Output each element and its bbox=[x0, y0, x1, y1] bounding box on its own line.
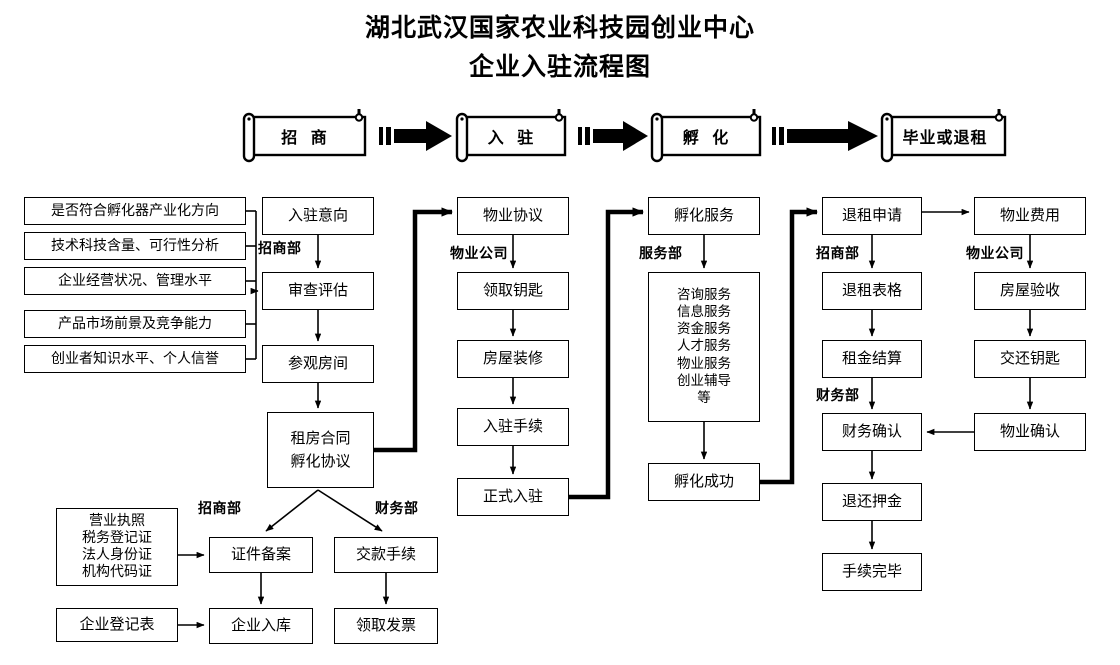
node-zhengshi-ruzhu: 正式入驻 bbox=[457, 478, 569, 516]
doc-item-1: 营业执照 bbox=[89, 512, 145, 529]
node-zufang-hetong-line2: 孵化协议 bbox=[290, 452, 351, 470]
node-fuhua-chenggong: 孵化成功 bbox=[648, 463, 760, 501]
doc-item-2: 税务登记证 bbox=[82, 529, 152, 546]
service-item-3: 资金服务 bbox=[677, 321, 731, 338]
stage-arrow-2 bbox=[578, 121, 648, 151]
stage-banner-3-label: 孵 化 bbox=[682, 128, 733, 147]
service-item-5: 物业服务 bbox=[677, 355, 731, 372]
criteria-box-1: 是否符合孵化器产业化方向 bbox=[24, 197, 246, 225]
page-title-line2: 企业入驻流程图 bbox=[468, 52, 651, 81]
arrow-chenggong-to-tuizu bbox=[760, 207, 818, 485]
node-tuizu-shenqing: 退租申请 bbox=[822, 197, 922, 235]
node-lingqu-yaoshi: 领取钥匙 bbox=[457, 272, 569, 310]
criteria-bracket bbox=[246, 210, 257, 360]
service-item-6: 创业辅导 bbox=[677, 372, 731, 389]
service-item-4: 人才服务 bbox=[677, 338, 731, 355]
node-fuwu-list: 咨询服务 信息服务 资金服务 人才服务 物业服务 创业辅导 等 bbox=[648, 272, 760, 422]
page-title-line1: 湖北武汉国家农业科技园创业中心 bbox=[364, 13, 755, 42]
node-qiye-dengjibiao: 企业登记表 bbox=[56, 608, 178, 642]
arrow-zufang-to-zhengjian bbox=[265, 489, 319, 532]
scroll-shape-icon bbox=[242, 109, 367, 163]
arrow-zufang-to-jiaokuan bbox=[317, 489, 383, 532]
node-ruzhu-shouxu: 入驻手续 bbox=[457, 408, 569, 446]
stage-banner-4-label: 毕业或退租 bbox=[902, 128, 988, 147]
dept-label-wuyegongsi-1: 物业公司 bbox=[450, 246, 508, 262]
node-canguan-fangjian: 参观房间 bbox=[262, 345, 374, 383]
arrow-zufang-to-wuyexieyi bbox=[374, 207, 453, 453]
service-item-1: 咨询服务 bbox=[677, 286, 731, 303]
service-item-7: 等 bbox=[697, 390, 711, 407]
dept-label-zhaoshang-2: 招商部 bbox=[816, 246, 860, 262]
criteria-box-5: 创业者知识水平、个人信誉 bbox=[24, 345, 246, 373]
node-zhengjian-bei-an: 证件备案 bbox=[209, 537, 313, 573]
doc-item-3: 法人身份证 bbox=[82, 547, 152, 563]
criteria-box-4: 产品市场前景及竞争能力 bbox=[24, 310, 246, 338]
stage-banner-4: 毕业或退租 bbox=[880, 108, 1010, 164]
dept-label-caiwubu-2: 财务部 bbox=[375, 501, 419, 517]
stage-banner-2: 入 驻 bbox=[455, 108, 570, 164]
doc-item-4: 机构代码证 bbox=[82, 564, 152, 581]
scroll-shape-icon bbox=[650, 109, 762, 163]
node-wuye-queren: 物业确认 bbox=[974, 413, 1086, 451]
node-lingqu-fapiao: 领取发票 bbox=[334, 608, 438, 644]
node-wuye-xieyi: 物业协议 bbox=[457, 197, 569, 235]
stage-arrow-3 bbox=[772, 121, 878, 151]
stage-banner-3: 孵 化 bbox=[650, 108, 765, 164]
dept-label-caiwubu-1: 财务部 bbox=[816, 388, 860, 404]
node-tuihuan-yajin: 退还押金 bbox=[822, 483, 922, 521]
dept-label-zhaoshang-3: 招商部 bbox=[198, 501, 242, 517]
arrow-zhengshi-to-fuhuafuwu bbox=[569, 207, 644, 500]
criteria-box-3: 企业经营状况、管理水平 bbox=[24, 267, 246, 295]
stage-banner-2-label: 入 驻 bbox=[487, 128, 538, 147]
node-zufang-hetong: 租房合同 孵化协议 bbox=[267, 412, 374, 488]
node-ruzhu-yixiang: 入驻意向 bbox=[262, 197, 374, 235]
node-jiaohuan-yaoshi: 交还钥匙 bbox=[974, 340, 1086, 378]
service-item-2: 信息服务 bbox=[677, 303, 731, 320]
stage-banner-1: 招 商 bbox=[242, 108, 370, 164]
node-zufang-hetong-line1: 租房合同 bbox=[290, 428, 351, 447]
node-caiwu-queren: 财务确认 bbox=[822, 413, 922, 451]
dept-label-zhaoshang-1: 招商部 bbox=[258, 241, 302, 257]
node-shouxu-wanbi: 手续完毕 bbox=[822, 553, 922, 591]
node-zujin-jiesuan: 租金结算 bbox=[822, 340, 922, 378]
node-fangwu-zhuangxiu: 房屋装修 bbox=[457, 340, 569, 378]
node-jiaokuan-shouxu: 交款手续 bbox=[334, 537, 438, 573]
docs-box: 营业执照 税务登记证 法人身份证 机构代码证 bbox=[56, 508, 178, 586]
stage-arrow-1 bbox=[379, 121, 452, 151]
stage-banner-1-label: 招 商 bbox=[281, 128, 331, 147]
node-shencha-pinggu: 审查评估 bbox=[262, 272, 374, 310]
scroll-shape-icon bbox=[455, 109, 567, 163]
dept-label-fuwubu: 服务部 bbox=[639, 246, 683, 262]
node-wuye-feiyong: 物业费用 bbox=[974, 197, 1086, 235]
node-tuizu-biaoge: 退租表格 bbox=[822, 272, 922, 310]
scroll-shape-icon bbox=[880, 109, 1007, 163]
criteria-box-2: 技术科技含量、可行性分析 bbox=[24, 232, 246, 260]
node-fangwu-yanshou: 房屋验收 bbox=[974, 272, 1086, 310]
node-fuhua-fuwu: 孵化服务 bbox=[648, 197, 760, 235]
node-qiye-ruku: 企业入库 bbox=[209, 608, 313, 644]
dept-label-wuyegongsi-2: 物业公司 bbox=[966, 246, 1024, 262]
